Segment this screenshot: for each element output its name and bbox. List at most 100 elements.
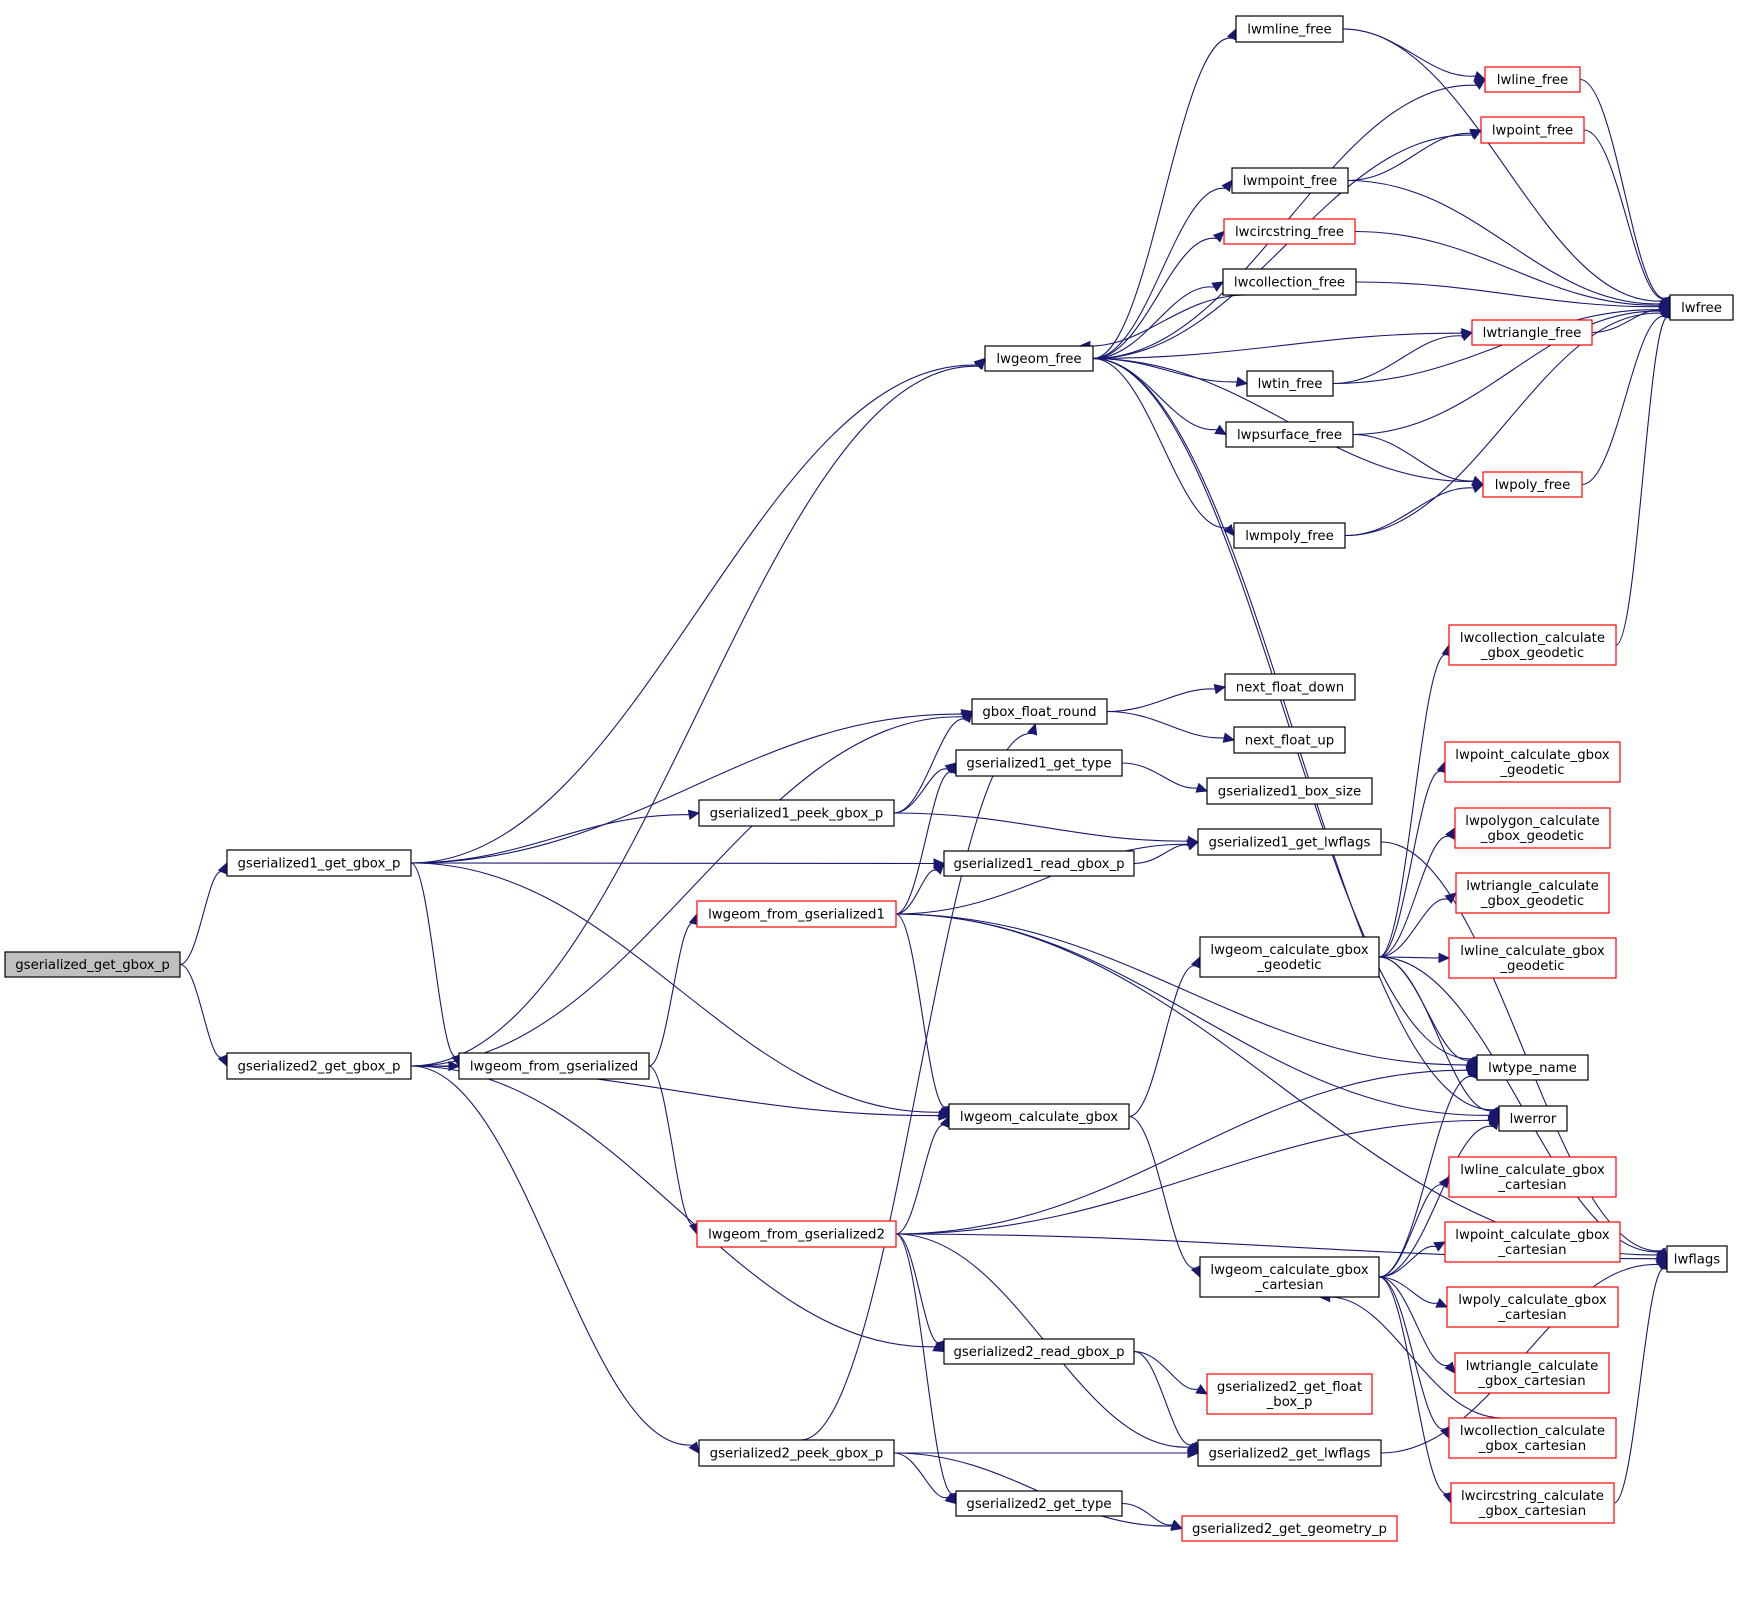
node-box[interactable] bbox=[1233, 726, 1346, 754]
node-lwcircstring-calculate-gbox-cartesian[interactable]: lwcircstring_calculate_gbox_cartesian bbox=[1450, 1482, 1615, 1524]
node-box[interactable] bbox=[1206, 1373, 1373, 1415]
node-lwline-calculate-gbox-cartesian[interactable]: lwline_calculate_gbox_cartesian bbox=[1448, 1156, 1617, 1198]
node-lwgeom-calculate-gbox[interactable]: lwgeom_calculate_gbox bbox=[948, 1103, 1130, 1130]
node-box[interactable] bbox=[458, 1052, 650, 1080]
node-lwmpoly-free[interactable]: lwmpoly_free bbox=[1233, 522, 1346, 549]
node-lwtin-free[interactable]: lwtin_free bbox=[1246, 370, 1334, 397]
node-gserialized2-get-lwflags[interactable]: gserialized2_get_lwflags bbox=[1197, 1439, 1382, 1467]
node-box[interactable] bbox=[1199, 936, 1380, 978]
node-box[interactable] bbox=[943, 1338, 1135, 1365]
node-box[interactable] bbox=[1482, 471, 1583, 498]
node-box[interactable] bbox=[955, 1490, 1123, 1517]
node-box[interactable] bbox=[698, 799, 895, 827]
node-box[interactable] bbox=[971, 698, 1108, 725]
node-box[interactable] bbox=[1450, 1482, 1615, 1524]
node-box[interactable] bbox=[696, 1220, 897, 1248]
node-gserialized2-peek-gbox-p[interactable]: gserialized2_peek_gbox_p bbox=[698, 1439, 895, 1467]
node-lwgeom-from-gserialized2[interactable]: lwgeom_from_gserialized2 bbox=[696, 1220, 897, 1248]
node-box[interactable] bbox=[1448, 937, 1617, 979]
node-box[interactable] bbox=[1199, 1256, 1380, 1298]
node-box[interactable] bbox=[1454, 1352, 1610, 1394]
node-box[interactable] bbox=[1669, 294, 1734, 321]
node-gbox-float-round[interactable]: gbox_float_round bbox=[971, 698, 1108, 725]
node-gserialized2-get-gbox-p[interactable]: gserialized2_get_gbox_p bbox=[226, 1052, 412, 1080]
node-lwtype-name[interactable]: lwtype_name bbox=[1476, 1054, 1589, 1081]
node-lwpoint-calculate-gbox-cartesian[interactable]: lwpoint_calculate_gbox_cartesian bbox=[1444, 1221, 1621, 1263]
node-lwfree[interactable]: lwfree bbox=[1669, 294, 1734, 321]
node-lwerror[interactable]: lwerror bbox=[1498, 1105, 1568, 1132]
node-box[interactable] bbox=[1231, 167, 1349, 194]
node-box[interactable] bbox=[955, 749, 1123, 777]
node-box[interactable] bbox=[1444, 1221, 1621, 1263]
node-box[interactable] bbox=[1471, 319, 1593, 346]
node-gserialized1-get-gbox-p[interactable]: gserialized1_get_gbox_p bbox=[226, 849, 412, 877]
node-gserialized2-get-type[interactable]: gserialized2_get_type bbox=[955, 1490, 1123, 1517]
node-lwcollection-calculate-gbox-geodetic[interactable]: lwcollection_calculate_gbox_geodetic bbox=[1448, 624, 1617, 666]
node-box[interactable] bbox=[1225, 421, 1354, 448]
node-box[interactable] bbox=[1233, 522, 1346, 549]
node-box[interactable] bbox=[1666, 1245, 1728, 1273]
node-box[interactable] bbox=[1222, 268, 1357, 296]
node-lwpoint-free[interactable]: lwpoint_free bbox=[1480, 116, 1585, 144]
node-box[interactable] bbox=[226, 1052, 412, 1080]
node-box[interactable] bbox=[1498, 1105, 1568, 1132]
node-box[interactable] bbox=[698, 1439, 895, 1467]
node-lwgeom-from-gserialized[interactable]: lwgeom_from_gserialized bbox=[458, 1052, 650, 1080]
node-next-float-up[interactable]: next_float_up bbox=[1233, 726, 1346, 754]
node-lwmpoint-free[interactable]: lwmpoint_free bbox=[1231, 167, 1349, 194]
node-lwgeom-calculate-gbox-cartesian[interactable]: lwgeom_calculate_gbox_cartesian bbox=[1199, 1256, 1380, 1298]
node-gserialized1-get-type[interactable]: gserialized1_get_type bbox=[955, 749, 1123, 777]
node-lwcollection-free[interactable]: lwcollection_free bbox=[1222, 268, 1357, 296]
node-lwtriangle-calculate-gbox-geodetic[interactable]: lwtriangle_calculate_gbox_geodetic bbox=[1455, 872, 1610, 914]
node-lwcircstring-free[interactable]: lwcircstring_free bbox=[1223, 218, 1356, 245]
node-box[interactable] bbox=[1197, 1439, 1382, 1467]
node-lwline-free[interactable]: lwline_free bbox=[1484, 66, 1581, 93]
node-lwtriangle-free[interactable]: lwtriangle_free bbox=[1471, 319, 1593, 346]
node-box[interactable] bbox=[1454, 807, 1611, 849]
node-box[interactable] bbox=[1181, 1515, 1398, 1542]
node-box[interactable] bbox=[1484, 66, 1581, 93]
node-lwpoly-free[interactable]: lwpoly_free bbox=[1482, 471, 1583, 498]
node-box[interactable] bbox=[1476, 1054, 1589, 1081]
node-gserialized2-get-float-box-p[interactable]: gserialized2_get_float_box_p bbox=[1206, 1373, 1373, 1415]
node-lwpolygon-calculate-gbox-geodetic[interactable]: lwpolygon_calculate_gbox_geodetic bbox=[1454, 807, 1611, 849]
node-box[interactable] bbox=[1224, 673, 1356, 701]
node-box[interactable] bbox=[226, 849, 412, 877]
node-lwgeom-free[interactable]: lwgeom_free bbox=[984, 345, 1094, 372]
node-gserialized2-read-gbox-p[interactable]: gserialized2_read_gbox_p bbox=[943, 1338, 1135, 1365]
node-box[interactable] bbox=[1448, 624, 1617, 666]
node-lwpoly-calculate-gbox-cartesian[interactable]: lwpoly_calculate_gbox_cartesian bbox=[1446, 1286, 1619, 1328]
node-box[interactable] bbox=[1444, 741, 1621, 783]
node-box[interactable] bbox=[1480, 116, 1585, 144]
node-gserialized1-get-lwflags[interactable]: gserialized1_get_lwflags bbox=[1197, 828, 1382, 856]
node-lwgeom-calculate-gbox-geodetic[interactable]: lwgeom_calculate_gbox_geodetic bbox=[1199, 936, 1380, 978]
node-box[interactable] bbox=[1197, 828, 1382, 856]
node-box[interactable] bbox=[1448, 1156, 1617, 1198]
node-box[interactable] bbox=[1246, 370, 1334, 397]
node-lwpoint-calculate-gbox-geodetic[interactable]: lwpoint_calculate_gbox_geodetic bbox=[1444, 741, 1621, 783]
node-box[interactable] bbox=[1206, 777, 1373, 805]
node-gserialized-get-gbox-p[interactable]: gserialized_get_gbox_p bbox=[4, 951, 181, 978]
node-lwmline-free[interactable]: lwmline_free bbox=[1235, 15, 1344, 43]
node-box[interactable] bbox=[696, 900, 897, 928]
node-gserialized2-get-geometry-p[interactable]: gserialized2_get_geometry_p bbox=[1181, 1515, 1398, 1542]
node-next-float-down[interactable]: next_float_down bbox=[1224, 673, 1356, 701]
node-box[interactable] bbox=[1446, 1286, 1619, 1328]
node-lwflags[interactable]: lwflags bbox=[1666, 1245, 1728, 1273]
node-gserialized1-box-size[interactable]: gserialized1_box_size bbox=[1206, 777, 1373, 805]
node-box[interactable] bbox=[948, 1103, 1130, 1130]
node-gserialized1-peek-gbox-p[interactable]: gserialized1_peek_gbox_p bbox=[698, 799, 895, 827]
node-box[interactable] bbox=[1235, 15, 1344, 43]
node-box[interactable] bbox=[1448, 1417, 1617, 1459]
node-box[interactable] bbox=[4, 951, 181, 978]
node-lwline-calculate-gbox-geodetic[interactable]: lwline_calculate_gbox_geodetic bbox=[1448, 937, 1617, 979]
node-gserialized1-read-gbox-p[interactable]: gserialized1_read_gbox_p bbox=[943, 850, 1135, 877]
node-lwtriangle-calculate-gbox-cartesian[interactable]: lwtriangle_calculate_gbox_cartesian bbox=[1454, 1352, 1610, 1394]
node-lwcollection-calculate-gbox-cartesian[interactable]: lwcollection_calculate_gbox_cartesian bbox=[1448, 1417, 1617, 1459]
node-lwgeom-from-gserialized1[interactable]: lwgeom_from_gserialized1 bbox=[696, 900, 897, 928]
node-box[interactable] bbox=[984, 345, 1094, 372]
node-box[interactable] bbox=[1223, 218, 1356, 245]
node-box[interactable] bbox=[943, 850, 1135, 877]
node-box[interactable] bbox=[1455, 872, 1610, 914]
node-lwpsurface-free[interactable]: lwpsurface_free bbox=[1225, 421, 1354, 448]
